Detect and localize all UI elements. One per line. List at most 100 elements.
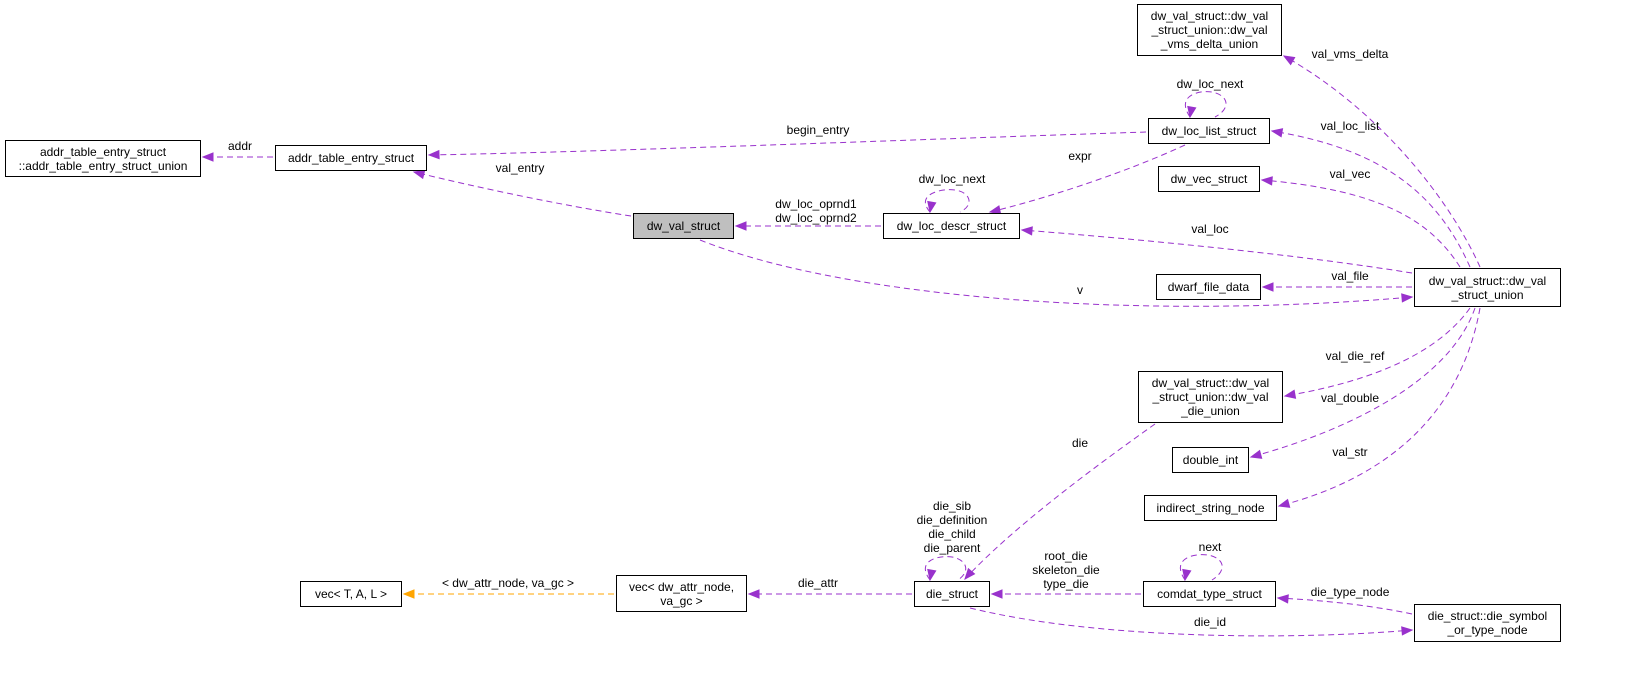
- node-label: dw_val_struct::dw_val: [1150, 9, 1269, 23]
- node-addr-table-entry-struct[interactable]: addr_table_entry_struct: [275, 145, 427, 171]
- node-label: _vms_delta_union: [1160, 37, 1259, 51]
- edge-line: [1277, 597, 1413, 615]
- node-label: ::addr_table_entry_struct_union: [18, 158, 188, 173]
- node-dwarf-file-data[interactable]: dwarf_file_data: [1156, 274, 1261, 300]
- arrowhead: [1260, 176, 1273, 186]
- node-label: dw_val_struct: [646, 219, 721, 233]
- arrowhead: [1249, 449, 1263, 459]
- edge-line: [1271, 130, 1471, 268]
- edge-line: [964, 423, 1156, 580]
- node-dw-loc-list-struct[interactable]: dw_loc_list_struct: [1148, 118, 1270, 144]
- edge-line: [413, 171, 632, 217]
- arrowhead: [964, 567, 976, 581]
- edge-line: [1284, 307, 1471, 397]
- node-addr-union[interactable]: addr_table_entry_struct::addr_table_entr…: [5, 140, 201, 177]
- edge-val-entry: val_entry: [412, 161, 632, 217]
- edge-label: next: [1199, 540, 1222, 554]
- edge-line: [1261, 179, 1461, 268]
- edge-label: die_attr: [798, 576, 838, 590]
- node-label: _or_type_node: [1447, 623, 1528, 637]
- node-die-struct[interactable]: die_struct: [914, 581, 990, 607]
- arrowhead: [1276, 594, 1289, 604]
- node-label: indirect_string_node: [1156, 501, 1265, 515]
- node-label: _struct_union::dw_val: [1152, 390, 1269, 404]
- node-vec-tal[interactable]: vec< T, A, L >: [300, 581, 402, 607]
- edge-line: [1250, 307, 1476, 458]
- node-label: dw_loc_descr_struct: [896, 219, 1007, 233]
- edge-next: next: [1179, 540, 1223, 582]
- arrowhead: [927, 200, 937, 214]
- node-indirect-string-node[interactable]: indirect_string_node: [1144, 495, 1277, 521]
- edge-addr: addr: [201, 139, 273, 162]
- edge-label: val_die_ref: [1326, 349, 1385, 363]
- edge-expr: expr: [988, 144, 1186, 215]
- arrowhead: [927, 568, 937, 582]
- node-label: dw_val_struct::dw_val: [1151, 376, 1270, 390]
- edge-label: val_double: [1321, 391, 1379, 405]
- edge-label: begin_entry: [787, 123, 850, 137]
- arrowhead: [1277, 498, 1291, 508]
- arrowhead: [747, 589, 760, 599]
- node-vms-delta-union[interactable]: dw_val_struct::dw_val_struct_union::dw_v…: [1137, 4, 1282, 56]
- node-dw-val-struct[interactable]: dw_val_struct: [633, 213, 734, 239]
- node-comdat-type-struct[interactable]: comdat_type_struct: [1143, 581, 1276, 607]
- edge-v: v: [699, 239, 1414, 307]
- node-vec-dw-attr[interactable]: vec< dw_attr_node, va_gc >: [616, 575, 747, 612]
- edge-label: val_loc: [1191, 222, 1228, 236]
- node-label: die_struct: [925, 587, 979, 601]
- node-label: die_struct::die_symbol: [1427, 609, 1548, 623]
- node-dw-loc-descr-struct[interactable]: dw_loc_descr_struct: [883, 213, 1020, 239]
- node-dw-vec-struct[interactable]: dw_vec_struct: [1158, 166, 1260, 192]
- arrowhead: [1401, 626, 1414, 636]
- node-label: _die_union: [1181, 404, 1240, 418]
- edge-label: < dw_attr_node, va_gc >: [442, 576, 574, 590]
- node-label: vec< T, A, L >: [314, 587, 388, 601]
- edge-line: [699, 239, 1413, 307]
- edge-begin-entry: begin_entry: [427, 123, 1147, 160]
- edge-line: [1278, 307, 1481, 507]
- node-label: dw_vec_struct: [1170, 172, 1248, 186]
- node-double-int[interactable]: double_int: [1172, 447, 1249, 473]
- edge-val-die-ref: val_die_ref: [1283, 307, 1471, 399]
- edge-line: [1179, 554, 1223, 581]
- edge-label: dw_loc_next: [1177, 77, 1244, 91]
- arrowhead: [1187, 105, 1197, 119]
- node-die-union[interactable]: dw_val_struct::dw_val_struct_union::dw_v…: [1138, 371, 1283, 423]
- edge-line: [1021, 229, 1413, 274]
- edge-line: [989, 144, 1186, 213]
- node-label: addr_table_entry_struct: [39, 144, 167, 159]
- edge-label: val_loc_list: [1321, 119, 1380, 133]
- edge-label: val_vec: [1330, 167, 1371, 181]
- node-label: _struct_union::dw_val: [1151, 23, 1268, 37]
- node-label: _struct_union: [1451, 287, 1524, 302]
- edge-die-type-node: die_type_node: [1276, 585, 1413, 615]
- node-die-symbol-or-type-node[interactable]: die_struct::die_symbol_or_type_node: [1414, 604, 1561, 642]
- edge-label: die_id: [1194, 615, 1226, 629]
- edge-dw-attr-node-va-gc: < dw_attr_node, va_gc >: [402, 576, 614, 599]
- edge-label: expr: [1068, 149, 1091, 163]
- edge-val-loc: val_loc: [1020, 222, 1413, 274]
- arrowhead: [412, 169, 426, 180]
- edge-line: [1283, 55, 1481, 268]
- edge-label: val_vms_delta: [1312, 47, 1389, 61]
- edge-val-double: val_double: [1249, 307, 1476, 459]
- arrowhead: [988, 205, 1002, 215]
- edge-val-loc-list: val_loc_list: [1270, 119, 1471, 268]
- edge-val-vms-delta: val_vms_delta: [1282, 47, 1481, 268]
- edge-die-id: die_id: [969, 607, 1414, 637]
- edge-dw-loc-next: dw_loc_next: [919, 172, 986, 214]
- arrowhead: [734, 221, 747, 231]
- node-val-union[interactable]: dw_val_struct::dw_val_struct_union: [1414, 268, 1561, 307]
- arrowhead: [1283, 389, 1297, 399]
- arrowhead: [1182, 568, 1192, 582]
- edge-label: v: [1077, 283, 1083, 297]
- node-label: dw_val_struct::dw_val: [1428, 273, 1547, 288]
- edge-label: val_str: [1332, 445, 1367, 459]
- edge-label: dw_loc_next: [919, 172, 986, 186]
- node-label: addr_table_entry_struct: [287, 151, 415, 165]
